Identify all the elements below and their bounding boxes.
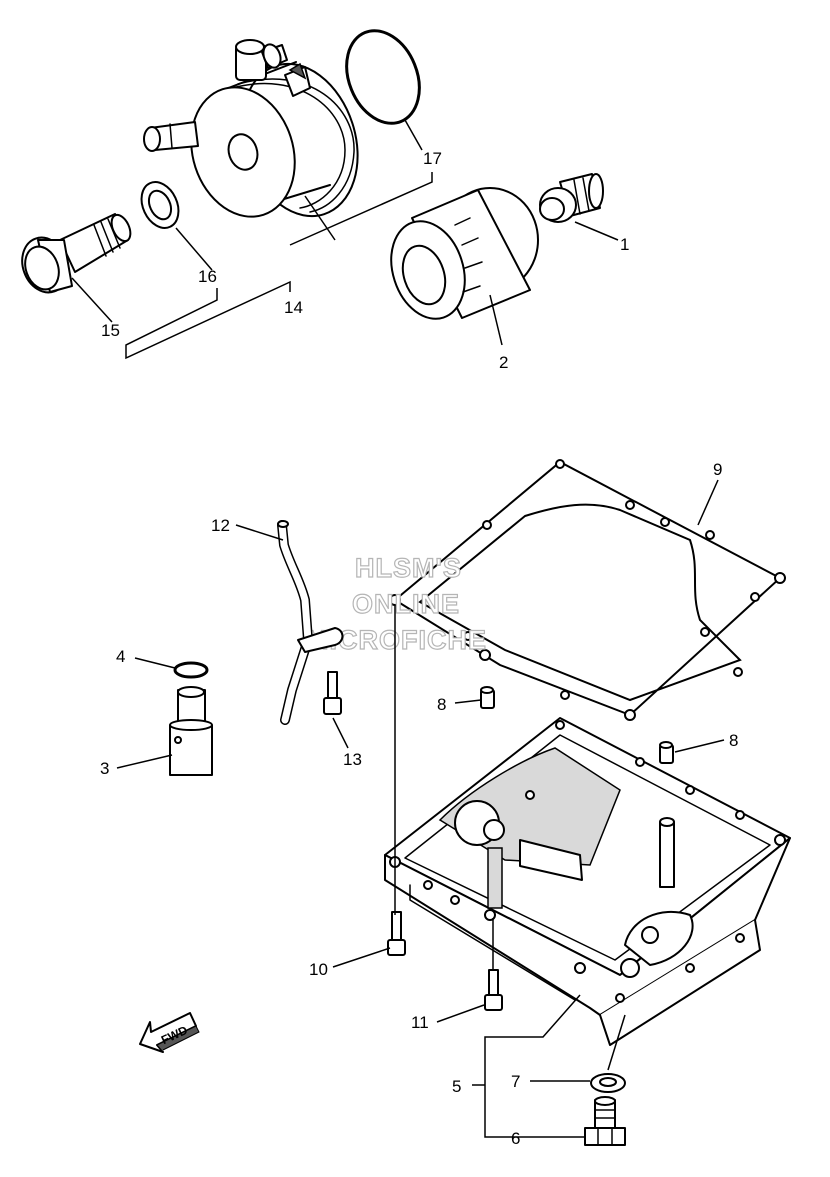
callout-15: 15: [101, 321, 120, 340]
callout-7: 7: [511, 1072, 520, 1091]
upper-leader-lines: [71, 119, 619, 360]
callout-14: 14: [284, 298, 303, 317]
callout-9: 9: [713, 460, 722, 479]
callout-13: 13: [343, 750, 362, 769]
callout-8-right: 8: [729, 731, 738, 750]
part-13-bolt: [323, 671, 342, 715]
part-4-o-ring: [173, 661, 209, 679]
callout-16: 16: [198, 267, 217, 286]
callout-3: 3: [100, 759, 109, 778]
part-10-bolt: [387, 911, 406, 956]
callout-1: 1: [620, 235, 629, 254]
callout-8-left: 8: [437, 695, 446, 714]
watermark-line-1: HLSM'S: [355, 553, 462, 583]
part-3-adapter: [169, 686, 213, 776]
callout-12: 12: [211, 516, 230, 535]
callout-4: 4: [116, 647, 125, 666]
part-15-union-bolt: [21, 213, 132, 294]
part-1-fitting: [539, 173, 604, 223]
part-14-oil-cooler: [143, 39, 359, 218]
part-17-o-ring: [345, 29, 421, 125]
callout-17: 17: [423, 149, 442, 168]
callout-5: 5: [452, 1077, 461, 1096]
part-7-washer: [590, 1073, 626, 1093]
part-16-washer: [140, 181, 180, 229]
part-12-pipe: [277, 520, 344, 725]
fwd-arrow-icon: FWD: [139, 1012, 200, 1053]
lower-leader-lines: [116, 479, 725, 1138]
callout-10: 10: [309, 960, 328, 979]
part-11-bolt: [484, 969, 503, 1011]
callout-6: 6: [511, 1129, 520, 1148]
callout-2: 2: [499, 353, 508, 372]
part-8-dowel-pins: [480, 686, 674, 764]
part-2-oil-filter: [390, 187, 539, 320]
callout-11: 11: [411, 1013, 429, 1032]
part-6-drain-bolt: [584, 1096, 626, 1146]
part-9-gasket: [389, 459, 786, 721]
part-5-oil-pan: [384, 717, 791, 1046]
watermark-line-2: ONLINE: [352, 589, 460, 619]
